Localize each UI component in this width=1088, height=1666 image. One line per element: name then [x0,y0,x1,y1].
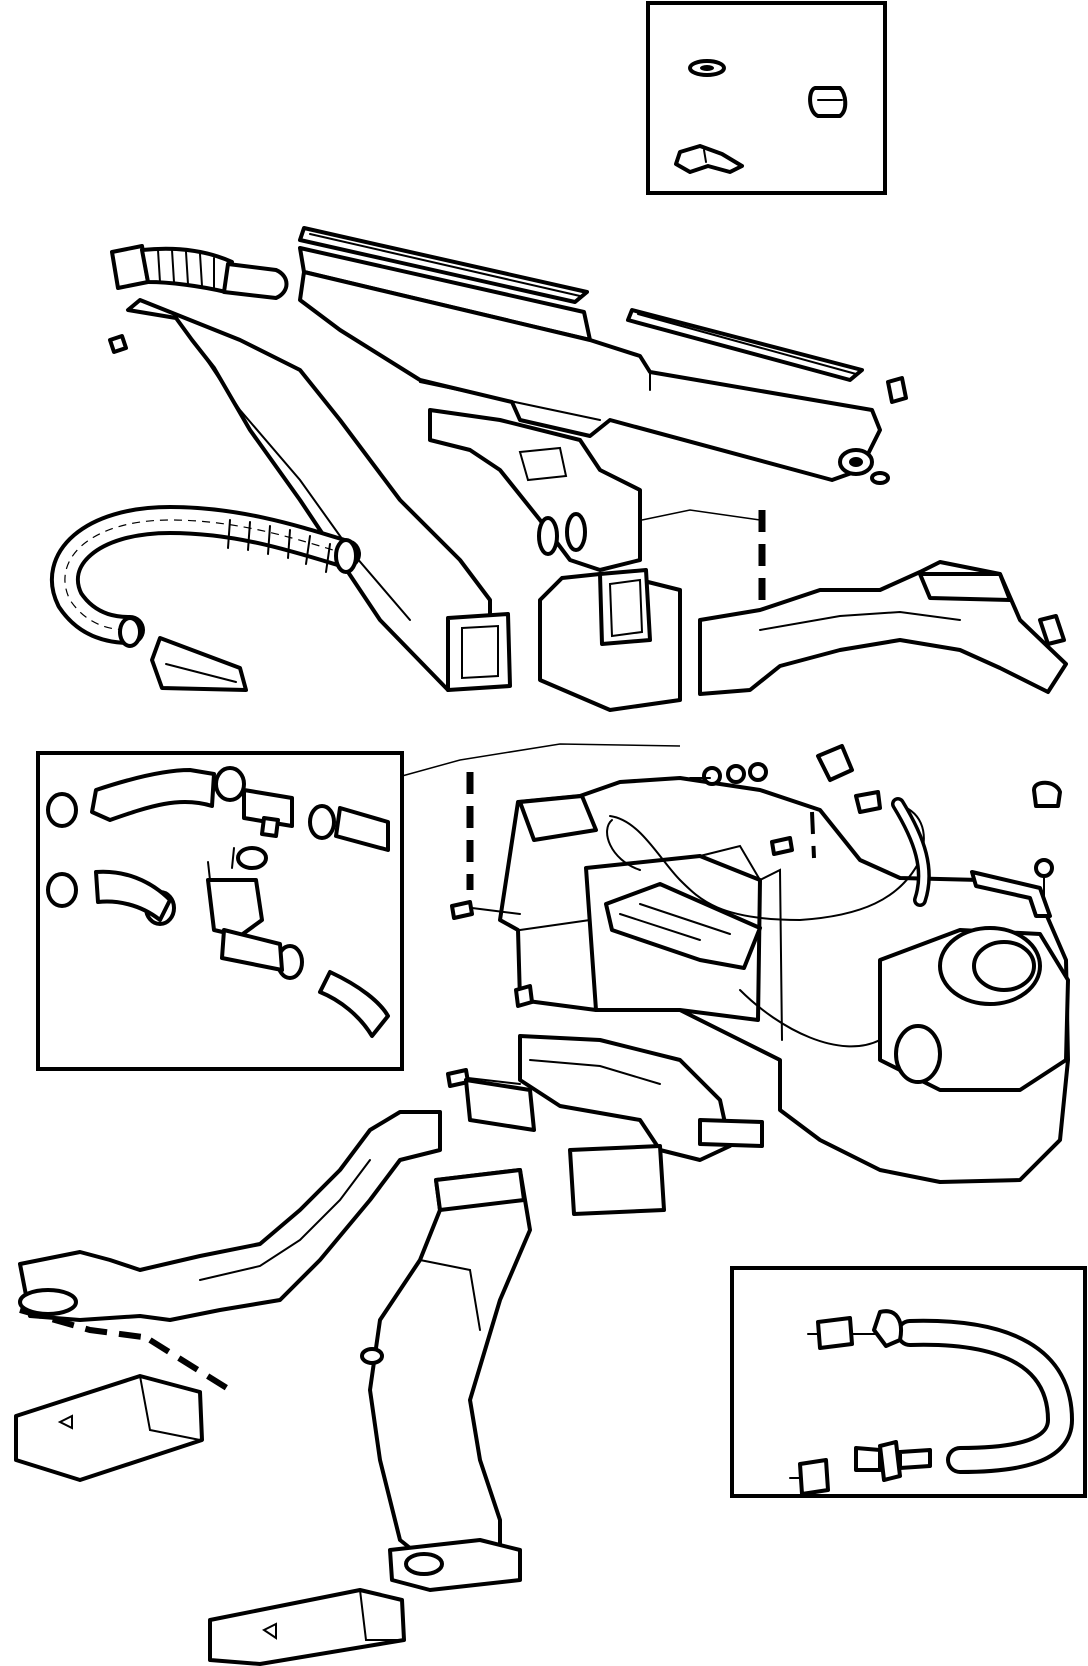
heater-control-panel [604,882,762,970]
rear-floor-duct-left [18,1110,442,1393]
vacuum-fitting-lower [789,1458,830,1496]
check-valve [854,1440,932,1482]
distribution-box [538,509,766,712]
vacuum-hose [896,1318,1075,1474]
grommet-part [688,59,726,77]
heater-hose [90,768,390,1038]
side-vent-duct-right [698,560,1068,696]
vacuum-fitting-upper [807,1309,903,1350]
heater-control-valve [206,846,284,972]
rear-floor-duct-right [360,1168,532,1592]
outlet-hose-right [891,797,931,907]
inset-heater-hoses-valve [36,751,404,1071]
defroster-nozzle-left [298,226,592,342]
corrugated-connector [110,244,289,300]
floor-duct-center [464,1034,764,1216]
t-connector [242,788,294,838]
hose-nozzle [150,636,248,692]
mounting-bracket [970,870,1052,918]
rear-floor-vent-right [208,1588,406,1666]
manifold-clip-right [870,376,908,485]
rear-floor-vent-left [14,1374,204,1482]
defroster-manifold [298,270,882,482]
small-clip-center [514,984,534,1008]
hardware-washers [689,762,768,786]
hardware-bolts [446,780,1062,1088]
spring-clip-part [808,86,848,118]
center-duct-upper [428,408,642,572]
blower-motor-housing [878,926,1070,1092]
side-vent-duct-left [126,298,512,692]
flexible-hose [50,504,361,648]
inset-leader-line [401,743,681,777]
relay-connector [810,744,882,859]
small-clip-left [108,334,128,354]
bracket-clip-part [674,144,744,174]
defroster-nozzle-right [626,308,864,382]
inset-clips [646,1,887,195]
inset-vacuum-hose [730,1266,1087,1498]
